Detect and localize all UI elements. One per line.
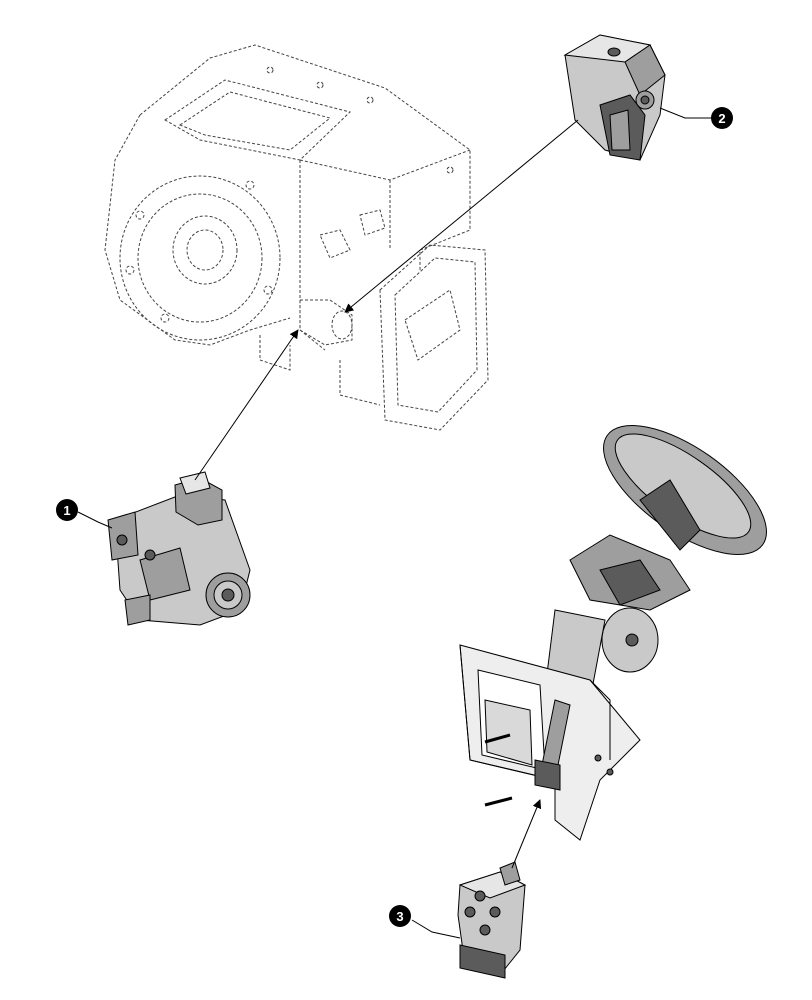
- arrow-gear-pump-to-housing: [344, 119, 579, 313]
- assembly-arrows: [194, 119, 579, 869]
- arrow-control-unit-to-column: [511, 799, 542, 869]
- transmission-housing-outline: [104, 44, 489, 431]
- callout-2-number: 2: [718, 111, 725, 126]
- callout-3-circle: [389, 905, 411, 927]
- callout-1-number: 1: [63, 503, 70, 518]
- callout-2-circle: [711, 107, 733, 129]
- callout-leaders: [77, 107, 712, 939]
- steering-column-assembly: [459, 425, 767, 841]
- callout-1: 1: [56, 499, 78, 521]
- callout-1-circle: [56, 499, 78, 521]
- callout-3: 3: [389, 905, 411, 927]
- gear-pump: [563, 34, 666, 161]
- callout-3-number: 3: [396, 909, 403, 924]
- leader-1: [77, 511, 113, 529]
- leader-2: [659, 107, 712, 119]
- leader-3: [411, 919, 461, 939]
- steering-control-unit: [457, 861, 527, 979]
- callout-2: 2: [711, 107, 733, 129]
- hydraulic-pump: [107, 471, 251, 626]
- arrow-pump-to-housing: [194, 329, 299, 481]
